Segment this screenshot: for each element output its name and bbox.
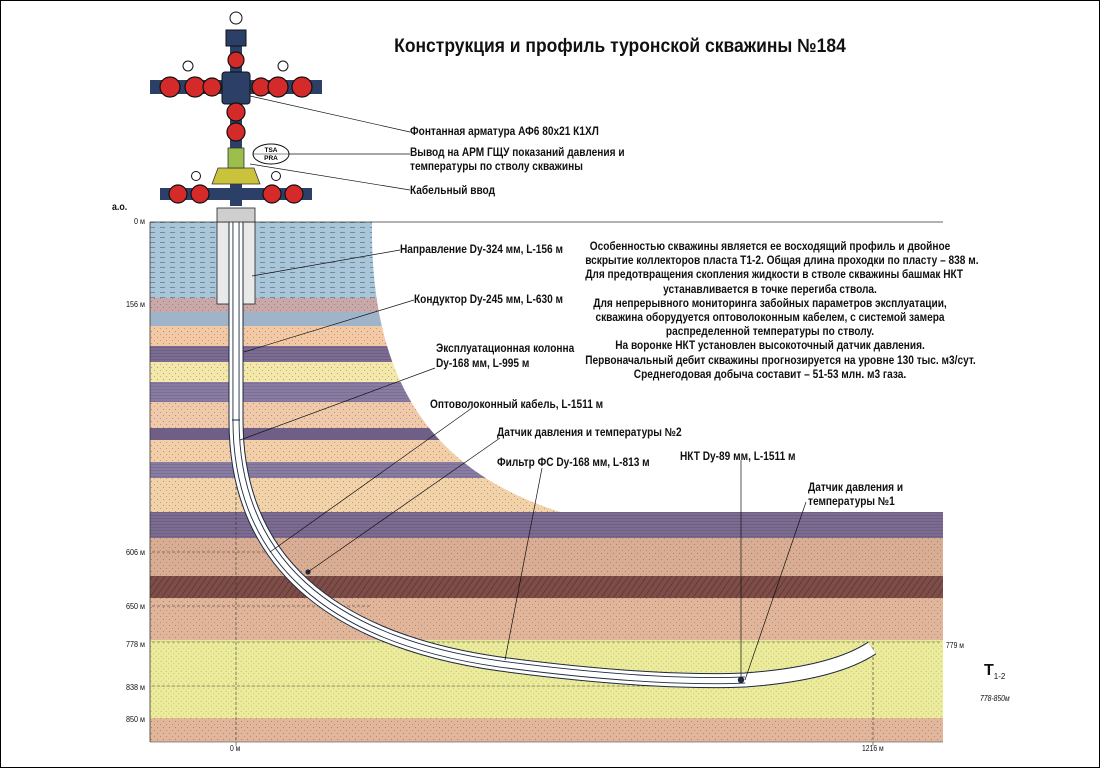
well-description: Особенностью скважины является ее восход… [585, 240, 979, 382]
leader-sensor2 [307, 437, 501, 573]
valve-icon [159, 76, 181, 98]
leader-direction [251, 249, 401, 277]
prod-column-label-line2: Dy-168 мм, L-995 м [436, 358, 530, 370]
leader-wellhead [249, 95, 411, 133]
formation-interval: 778-850м [980, 694, 1010, 703]
valve-icon [251, 77, 271, 97]
wellhead-base [216, 207, 256, 223]
valve-icon [168, 184, 188, 204]
gauge-icon [277, 60, 289, 72]
tree-top-cap [225, 29, 247, 47]
valve-icon [291, 76, 313, 98]
description-line: распределенной температуры по стволу. [665, 326, 875, 339]
gauge-icon [182, 60, 194, 72]
geology-section [150, 222, 943, 742]
sensor-1-marker [737, 676, 745, 684]
valve-icon [226, 102, 246, 122]
depth-0-label: 0 м [134, 216, 145, 226]
description-line: Первоначальный дебит скважины прогнозиру… [585, 354, 976, 367]
cable-entry-label: Кабельный ввод [410, 185, 496, 197]
arm-label-line2: температуры по стволу скважины [410, 161, 583, 173]
gauge-icon [229, 11, 243, 25]
cable-entry-fitting [227, 147, 245, 169]
direction-label: Направление Dy-324 мм, L-156 м [400, 244, 563, 256]
leader-filter [504, 467, 543, 661]
leader-sensor1 [744, 501, 807, 681]
valve-icon [226, 122, 246, 142]
prod-column-label-line1: Эксплуатационная колонна [436, 343, 575, 355]
axis-x-0-label: 0 м [230, 744, 241, 753]
leader-conductor [243, 299, 415, 353]
filter-label: Фильтр ФС Dy-168 мм, L-813 м [497, 457, 650, 469]
leader-fiber [269, 407, 473, 553]
depth-779-right-label: 779 м [946, 641, 964, 650]
depth-606-label: 606 м [125, 547, 145, 557]
depth-850-label: 850 м [125, 714, 145, 724]
sensor1-label-line2: температуры №1 [808, 496, 895, 508]
stratum-brown-1-texture [150, 576, 943, 598]
axis-x-1216-label: 1216 м [862, 744, 884, 753]
formation-name: T1-2 [984, 662, 1005, 681]
formation-name-sub: 1-2 [993, 672, 1006, 682]
stratum-clay-4-texture [150, 718, 943, 742]
leader-cable-entry [249, 163, 411, 191]
description-line: скважина оборудуется оптоволоконным кабе… [595, 312, 945, 325]
description-line: Для предотвращения скопления жидкости в … [585, 269, 964, 282]
stratum-clay-3-texture [150, 598, 943, 640]
tree-cross [221, 71, 251, 105]
description-line: Особенностью скважины является ее восход… [589, 241, 951, 253]
wellhead-label: Фонтанная арматура АФ6 80х21 К1ХЛ [410, 126, 599, 138]
formation-name-main: T [984, 662, 994, 679]
description-line: вскрытие коллекторов пласта Т1-2. Общая … [585, 255, 979, 268]
tsa-label: TSA [265, 147, 278, 154]
leader-prod-column [239, 367, 436, 441]
valve-icon [262, 184, 282, 204]
gauge-icon [271, 171, 281, 181]
valve-icon [202, 77, 222, 97]
lower-valves [168, 184, 304, 204]
depth-838-label: 838 м [125, 682, 145, 692]
leader-lines [239, 95, 807, 681]
tubing-label: НКТ Dy-89 мм, L-1511 м [680, 451, 796, 463]
pressure-gauges [182, 11, 289, 181]
valve-icon [284, 184, 304, 204]
page-title: Конструкция и профиль туронской скважины… [394, 36, 846, 57]
description-line: устанавливается в точке перегиба ствола. [663, 283, 877, 296]
depth-156-label: 156 м [125, 299, 145, 309]
depth-650-label: 650 м [125, 601, 145, 611]
description-line: Для непрерывного мониторинга забойных па… [593, 297, 947, 310]
gauge-icon [191, 171, 201, 181]
bottom-axis [150, 741, 943, 746]
fiber-cable-label: Оптоволоконный кабель, L-1511 м [430, 399, 604, 411]
valve-icon [267, 76, 289, 98]
sensor2-label: Датчик давления и температуры №2 [497, 427, 682, 439]
description-line: На воронке НКТ установлен высокоточный д… [615, 340, 925, 353]
stratum-shale-5-texture [150, 512, 943, 538]
profile-background-area [371, 222, 943, 512]
valve-icon [184, 76, 206, 98]
christmas-tree: TSA PRA [150, 11, 322, 206]
description-line: Среднегодовая добыча составит – 51-53 мл… [633, 368, 907, 381]
arm-label-line1: Вывод на АРМ ГЩУ показаний давления и [410, 147, 625, 159]
tubing-inner [233, 208, 746, 684]
sensor1-label-line1: Датчик давления и [808, 482, 904, 494]
upper-valves [159, 76, 313, 98]
valve-icon [227, 51, 245, 69]
valve-icon [190, 184, 210, 204]
wellbore [216, 207, 877, 689]
tubing-head [211, 167, 261, 185]
ao-label: а.о. [112, 202, 128, 213]
depth-778-label: 778 м [125, 639, 145, 649]
conductor-label: Кондуктор Dy-245 мм, L-630 м [414, 294, 564, 306]
stratum-reservoir-texture [150, 640, 943, 718]
pra-label: PRA [264, 155, 278, 162]
